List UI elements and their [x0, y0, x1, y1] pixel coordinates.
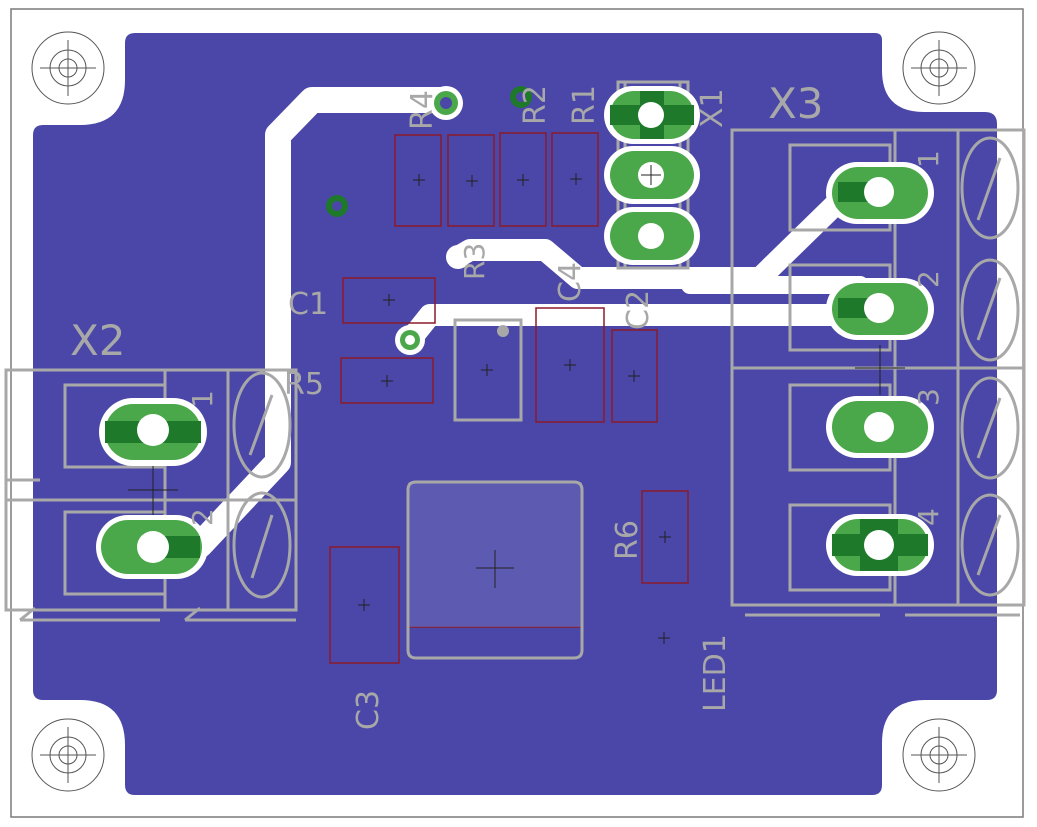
pin-x3-4: 4 — [912, 508, 945, 526]
vias — [326, 86, 532, 355]
mounting-hole-tr — [902, 31, 976, 105]
pin-x3-1: 1 — [912, 150, 945, 168]
label-c3: C3 — [351, 690, 386, 730]
x2-pads — [96, 398, 208, 579]
label-c1: C1 — [288, 287, 328, 322]
label-x2: X2 — [70, 316, 126, 365]
r4-outline — [394, 134, 442, 227]
r5-outline — [340, 357, 434, 404]
r1b-outline — [551, 132, 599, 227]
silkscreen-labels: R4 R2 R1 X1 X3 X2 C1 R3 C4 C2 R5 R6 C3 L… — [70, 79, 945, 730]
sot-pin1-dot — [497, 325, 509, 337]
pin-x3-3: 3 — [912, 388, 945, 406]
x3-pads — [826, 162, 934, 576]
c3-outline — [329, 546, 400, 664]
center-marks — [128, 173, 905, 644]
c2-outline — [611, 329, 658, 423]
label-r5: R5 — [284, 367, 324, 402]
label-r3: R3 — [458, 243, 491, 280]
r1-outline — [499, 132, 547, 227]
label-r1: R1 — [567, 85, 602, 125]
x1-pads — [604, 86, 700, 265]
c1-outline — [342, 277, 436, 324]
sot-package — [453, 318, 523, 422]
mounting-hole-bl — [31, 718, 105, 792]
label-r4: R4 — [405, 90, 440, 130]
mounting-hole-tl — [31, 31, 105, 105]
label-x3: X3 — [768, 79, 824, 128]
pin-x2-1: 1 — [186, 390, 219, 408]
r2-outline — [447, 134, 495, 227]
label-r2: R2 — [518, 85, 553, 125]
label-x1: X1 — [695, 88, 730, 128]
mounting-hole-br — [902, 718, 976, 792]
r6-outline — [641, 490, 689, 584]
label-led1: LED1 — [698, 634, 733, 712]
c4-outline — [535, 307, 605, 423]
label-c4: C4 — [553, 262, 588, 302]
pin-x2-2: 2 — [186, 508, 219, 526]
label-c2: C2 — [621, 290, 656, 330]
mounting-holes — [31, 31, 976, 792]
label-r6: R6 — [610, 520, 645, 560]
pin-x3-2: 2 — [912, 270, 945, 288]
